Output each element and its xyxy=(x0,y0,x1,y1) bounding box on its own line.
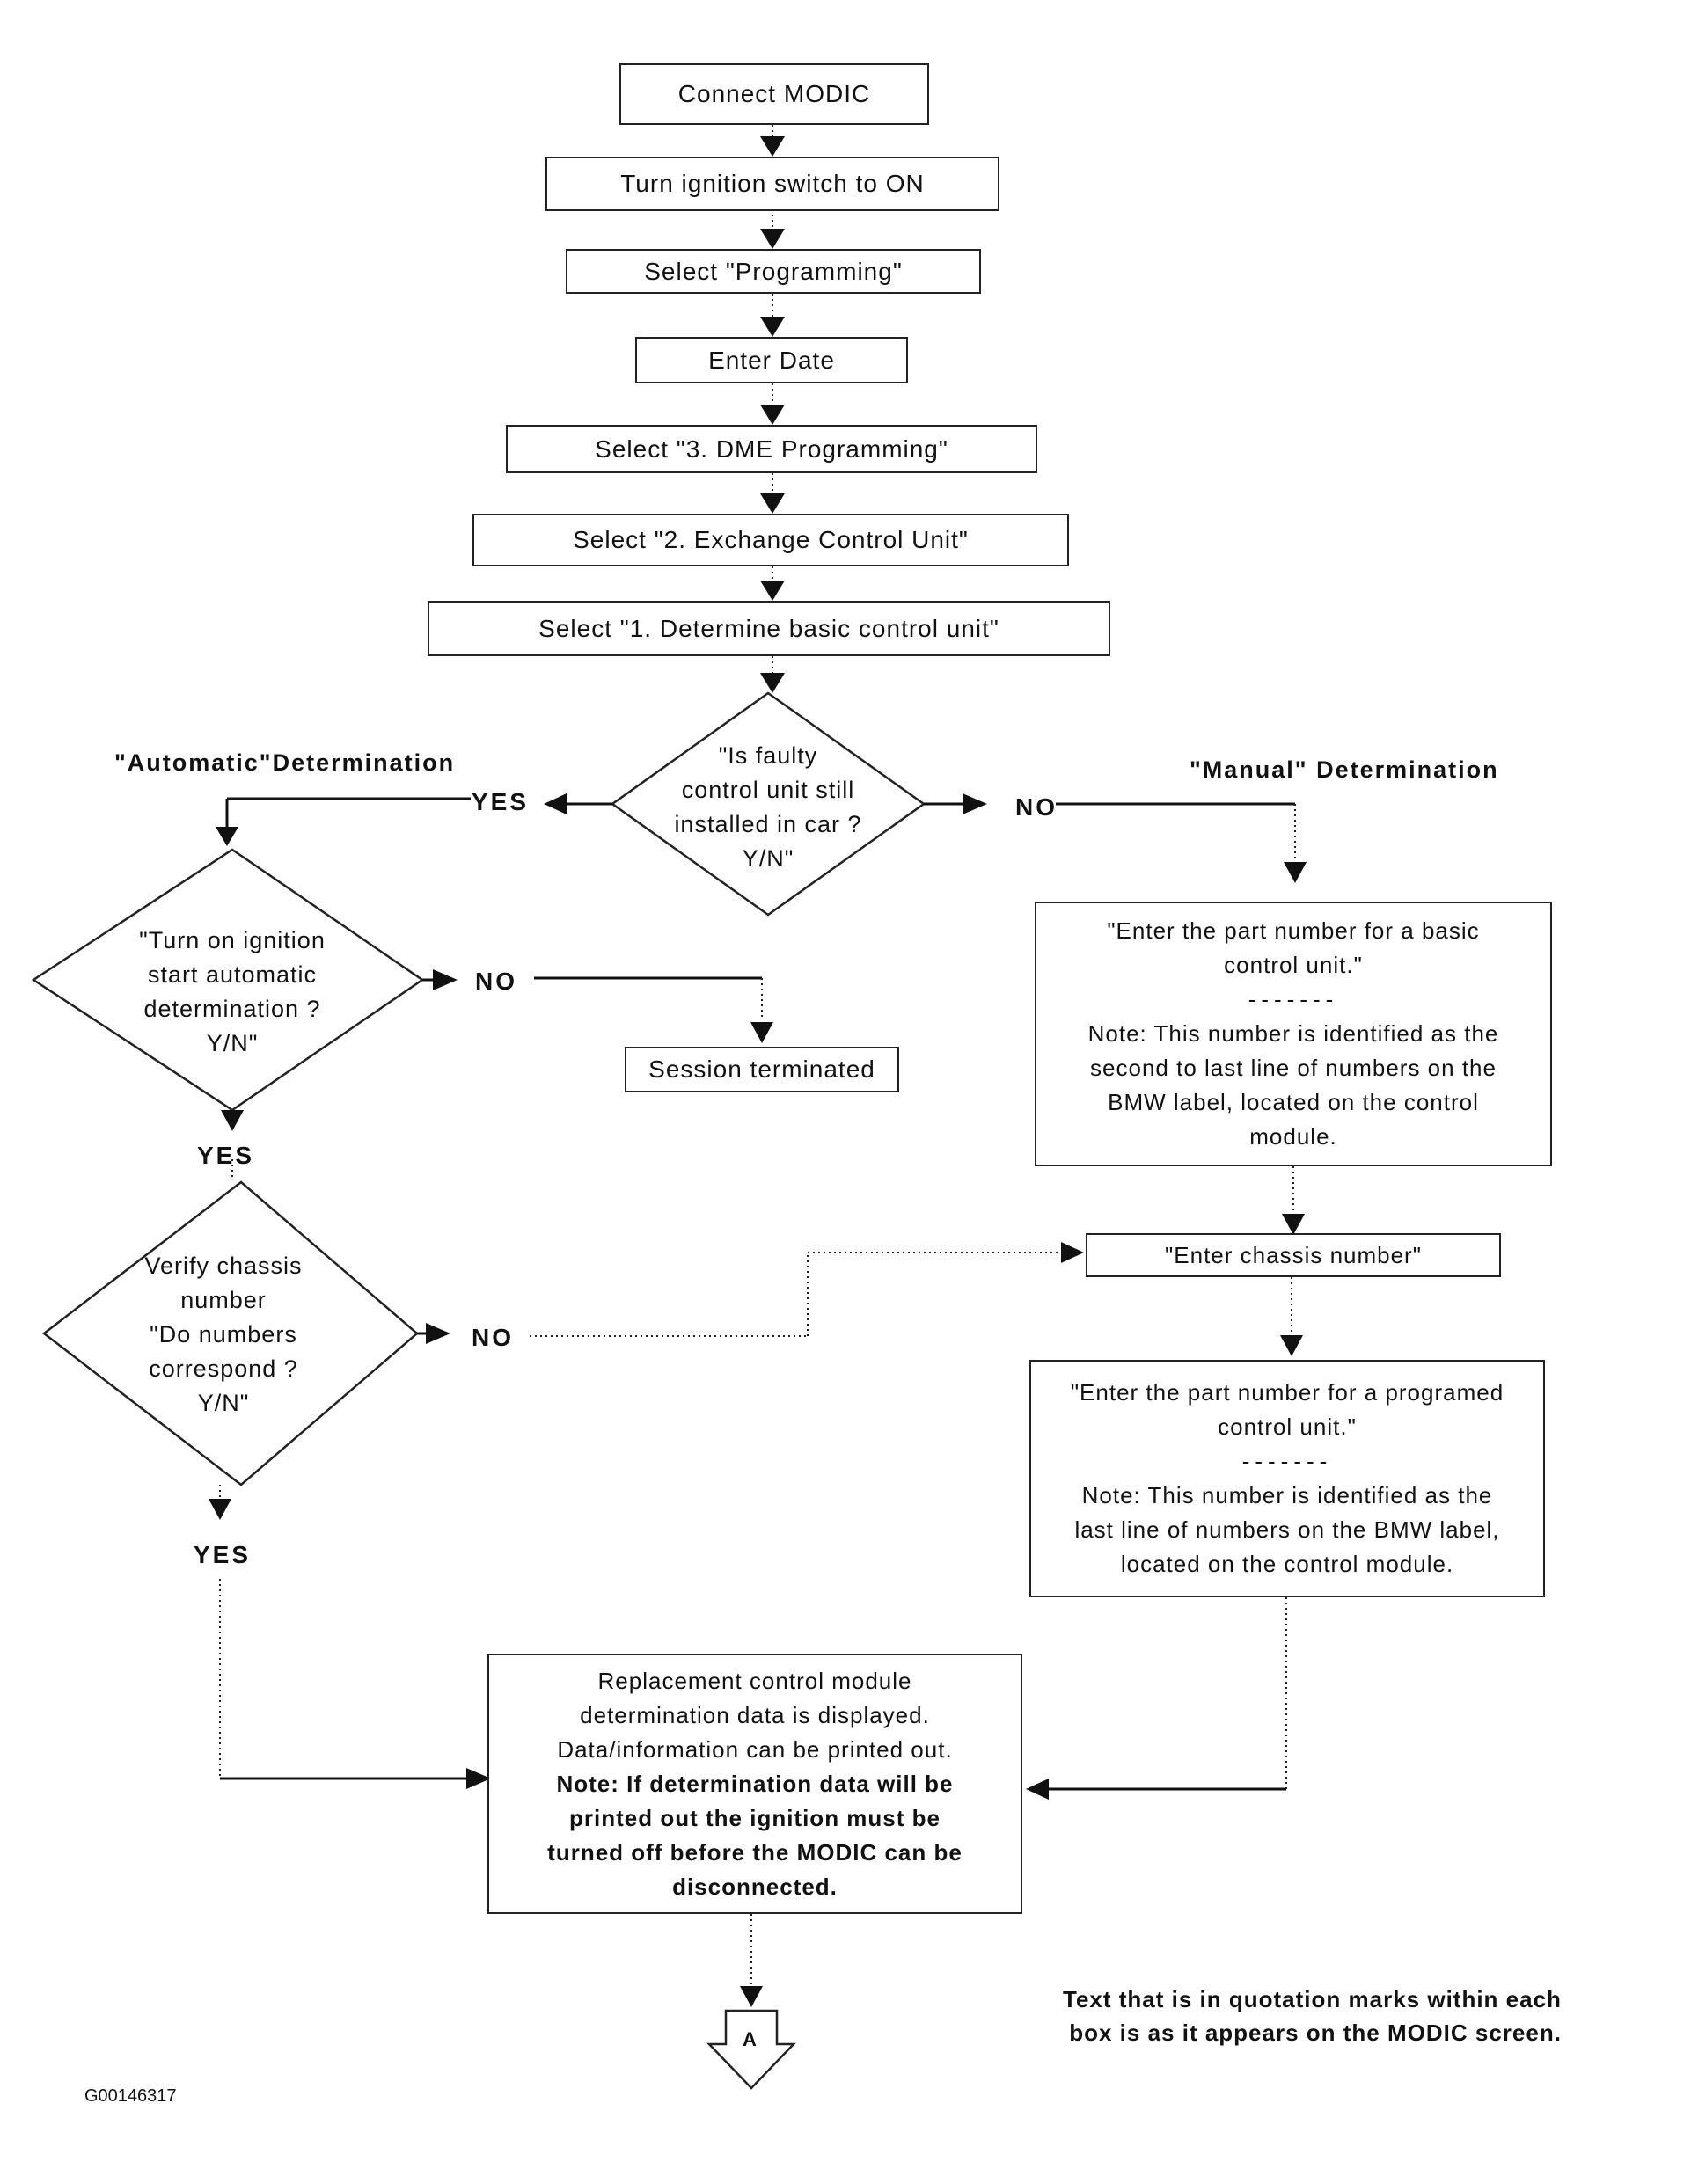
decision-auto-line: start automatic xyxy=(147,961,318,988)
decision-auto-text: "Turn on ignition start automatic determ… xyxy=(100,924,364,1061)
step-select-programming-label: Select "Programming" xyxy=(644,257,903,285)
replacement-line: Replacement control module xyxy=(597,1667,912,1694)
label-no-chassis: NO xyxy=(472,1324,514,1351)
programmed-part-note-line: Note: This number is identified as the xyxy=(1081,1482,1493,1508)
basic-part-line: control unit." xyxy=(1224,952,1363,978)
programmed-part-note-line: located on the control module. xyxy=(1120,1551,1454,1577)
automatic-determination-heading: "Automatic"Determination xyxy=(114,749,456,776)
decision-auto-line: Y/N" xyxy=(206,1030,259,1056)
decision-chassis-line: Y/N" xyxy=(197,1390,250,1416)
decision-chassis-text: Verify chassis number "Do numbers corres… xyxy=(100,1249,347,1421)
basic-part-line: "Enter the part number for a basic xyxy=(1107,917,1480,944)
programmed-part-line: "Enter the part number for a programed xyxy=(1070,1379,1504,1406)
basic-part-separator: ------- xyxy=(1248,986,1339,1012)
step-enter-date-label: Enter Date xyxy=(708,346,835,374)
footnote: Text that is in quotation marks within e… xyxy=(1063,1983,1562,2049)
decision-diamond-installed xyxy=(610,691,926,917)
decision-chassis-line: "Do numbers xyxy=(150,1321,297,1348)
decision-chassis-line: correspond ? xyxy=(149,1355,298,1382)
replacement-data-box: Replacement control module determination… xyxy=(487,1654,1022,1914)
label-yes-chassis: YES xyxy=(194,1541,252,1568)
step-exchange-control-unit: Select "2. Exchange Control Unit" xyxy=(472,514,1069,566)
step-ignition-on-label: Turn ignition switch to ON xyxy=(620,170,925,197)
step-dme-programming: Select "3. DME Programming" xyxy=(506,425,1037,473)
basic-part-note-line: BMW label, located on the control xyxy=(1108,1089,1479,1115)
enter-chassis-number-box: "Enter chassis number" xyxy=(1086,1233,1501,1277)
decision-chassis-line: number xyxy=(180,1287,267,1313)
basic-part-note-line: Note: This number is identified as the xyxy=(1087,1020,1499,1047)
manual-determination-heading: "Manual" Determination xyxy=(1190,756,1499,783)
replacement-note-line: printed out the ignition must be xyxy=(569,1804,941,1831)
session-terminated-label: Session terminated xyxy=(648,1055,875,1083)
label-no-installed: NO xyxy=(1015,793,1058,821)
programmed-part-separator: ------- xyxy=(1241,1448,1333,1474)
decision-installed-text: "Is faulty control unit still installed … xyxy=(645,739,891,876)
connector-a-label: A xyxy=(743,2028,757,2050)
step-dme-programming-label: Select "3. DME Programming" xyxy=(595,435,948,463)
decision-installed-line: Y/N" xyxy=(742,845,794,872)
basic-part-number-box: "Enter the part number for a basic contr… xyxy=(1035,902,1552,1166)
replacement-note-line: disconnected. xyxy=(672,1873,838,1900)
step-determine-basic-unit-label: Select "1. Determine basic control unit" xyxy=(538,614,999,642)
decision-auto-line: determination ? xyxy=(143,996,321,1022)
step-select-programming: Select "Programming" xyxy=(566,249,981,294)
connector-arrow-outline xyxy=(706,2009,796,2090)
enter-chassis-number-label: "Enter chassis number" xyxy=(1165,1241,1422,1268)
programmed-part-number-box: "Enter the part number for a programed c… xyxy=(1029,1360,1545,1597)
basic-part-note-line: second to last line of numbers on the xyxy=(1090,1055,1497,1081)
programmed-part-note-line: last line of numbers on the BMW label, xyxy=(1074,1516,1500,1543)
step-ignition-on: Turn ignition switch to ON xyxy=(545,157,999,211)
decision-chassis-line: Verify chassis xyxy=(144,1253,303,1279)
decision-installed-line: control unit still xyxy=(681,777,855,803)
step-connect-modic-label: Connect MODIC xyxy=(677,80,871,107)
step-enter-date: Enter Date xyxy=(635,337,908,383)
step-exchange-control-unit-label: Select "2. Exchange Control Unit" xyxy=(573,526,969,553)
basic-part-note-line: module. xyxy=(1249,1123,1337,1150)
decision-installed-line: "Is faulty xyxy=(718,742,818,769)
label-no-auto: NO xyxy=(475,968,517,995)
decision-diamond-chassis xyxy=(41,1180,419,1486)
decision-auto-line: "Turn on ignition xyxy=(139,927,326,953)
replacement-line: Data/information can be printed out. xyxy=(557,1735,953,1763)
step-determine-basic-unit: Select "1. Determine basic control unit" xyxy=(428,601,1110,656)
footnote-line: Text that is in quotation marks within e… xyxy=(1063,1986,1562,2012)
decision-installed-line: installed in car ? xyxy=(674,811,862,837)
programmed-part-line: control unit." xyxy=(1218,1413,1357,1440)
replacement-note-line: Note: If determination data will be xyxy=(556,1770,954,1797)
footnote-line: box is as it appears on the MODIC screen… xyxy=(1069,2020,1562,2046)
figure-id: G00146317 xyxy=(84,2086,177,2106)
label-yes-auto: YES xyxy=(197,1142,255,1169)
replacement-line: determination data is displayed. xyxy=(580,1701,930,1728)
replacement-note-line: turned off before the MODIC can be xyxy=(547,1838,963,1866)
session-terminated-box: Session terminated xyxy=(625,1047,899,1092)
label-yes-installed: YES xyxy=(472,788,530,815)
step-connect-modic: Connect MODIC xyxy=(619,63,929,125)
